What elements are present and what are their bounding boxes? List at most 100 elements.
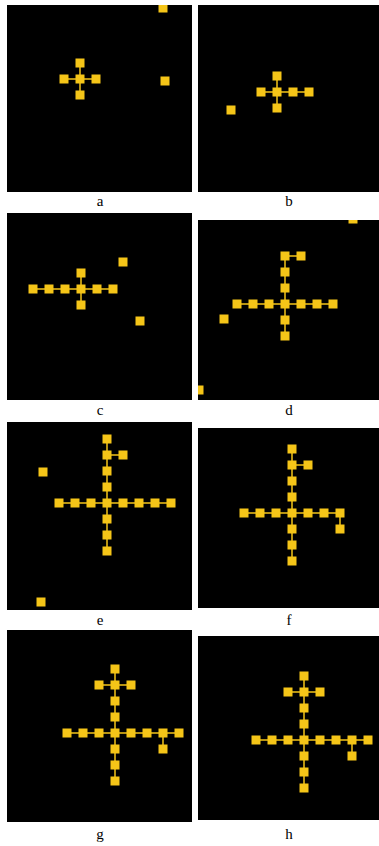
cell-square xyxy=(92,75,101,84)
free-square xyxy=(37,598,46,607)
panel-ground xyxy=(7,630,192,822)
panel xyxy=(198,636,379,820)
cell-square xyxy=(300,704,309,713)
cell-square xyxy=(316,736,325,745)
cell-square xyxy=(103,483,112,492)
cell-square xyxy=(288,557,297,566)
panel-label: e xyxy=(97,613,104,628)
cell-square xyxy=(119,499,128,508)
cell-square xyxy=(76,59,85,68)
cell-square xyxy=(159,745,168,754)
cell-square xyxy=(300,736,309,745)
cell-square xyxy=(29,285,38,294)
cell-square xyxy=(111,745,120,754)
cell-square xyxy=(76,75,85,84)
cell-square xyxy=(336,509,345,518)
cell-square xyxy=(143,729,152,738)
cell-square xyxy=(76,91,85,100)
cell-square xyxy=(103,515,112,524)
cell-square xyxy=(109,285,118,294)
cell-square xyxy=(252,736,261,745)
cell-square xyxy=(332,736,341,745)
free-square xyxy=(195,386,204,395)
cell-square xyxy=(95,729,104,738)
cell-square xyxy=(320,509,329,518)
cell-square xyxy=(127,681,136,690)
cell-square xyxy=(305,88,314,97)
cell-square xyxy=(111,665,120,674)
panel xyxy=(7,630,192,822)
cell-square xyxy=(300,720,309,729)
cell-square xyxy=(288,461,297,470)
cell-square xyxy=(159,729,168,738)
cell-square xyxy=(103,467,112,476)
cell-square xyxy=(304,461,313,470)
free-square xyxy=(220,315,229,324)
cell-square xyxy=(284,688,293,697)
cell-square xyxy=(300,784,309,793)
cell-square xyxy=(256,509,265,518)
panel xyxy=(7,422,192,610)
cell-square xyxy=(151,499,160,508)
free-square xyxy=(39,468,48,477)
cell-square xyxy=(313,300,322,309)
panel-ground xyxy=(198,5,379,192)
cell-square xyxy=(297,300,306,309)
cell-square xyxy=(77,301,86,310)
panel-ground xyxy=(7,213,192,400)
cell-square xyxy=(233,300,242,309)
panel-label: h xyxy=(285,827,293,842)
cell-square xyxy=(300,688,309,697)
cell-square xyxy=(273,104,282,113)
cell-square xyxy=(95,681,104,690)
cell-square xyxy=(127,729,136,738)
cell-square xyxy=(288,509,297,518)
cell-square xyxy=(175,729,184,738)
cell-square xyxy=(111,761,120,770)
cell-square xyxy=(268,736,277,745)
cell-square xyxy=(284,736,293,745)
cell-square xyxy=(111,777,120,786)
cell-square xyxy=(273,72,282,81)
cell-square xyxy=(300,672,309,681)
cell-square xyxy=(63,729,72,738)
cell-square xyxy=(281,252,290,261)
cell-square xyxy=(103,435,112,444)
free-square xyxy=(136,317,145,326)
cell-square xyxy=(103,547,112,556)
free-square xyxy=(161,77,170,86)
cell-square xyxy=(249,300,258,309)
cell-square xyxy=(273,88,282,97)
cell-square xyxy=(45,285,54,294)
cell-square xyxy=(288,493,297,502)
cell-square xyxy=(265,300,274,309)
panel-label: g xyxy=(96,827,104,842)
free-square xyxy=(119,258,128,267)
cell-square xyxy=(111,729,120,738)
cell-square xyxy=(300,768,309,777)
cell-square xyxy=(77,269,86,278)
cell-square xyxy=(288,541,297,550)
cell-square xyxy=(93,285,102,294)
cell-square xyxy=(77,285,86,294)
cell-square xyxy=(103,451,112,460)
panel-label: f xyxy=(287,613,292,628)
cell-square xyxy=(257,88,266,97)
cell-square xyxy=(348,736,357,745)
cell-square xyxy=(79,729,88,738)
cell-square xyxy=(348,752,357,761)
panel-label: c xyxy=(97,403,104,418)
free-square xyxy=(349,215,358,224)
cell-square xyxy=(288,525,297,534)
cell-square xyxy=(336,525,345,534)
free-square xyxy=(159,4,168,13)
cell-square xyxy=(288,477,297,486)
panel-ground xyxy=(198,636,379,820)
cell-square xyxy=(119,451,128,460)
cell-square xyxy=(297,252,306,261)
cell-square xyxy=(281,300,290,309)
cell-square xyxy=(329,300,338,309)
cell-square xyxy=(111,713,120,722)
cell-square xyxy=(111,681,120,690)
cell-square xyxy=(167,499,176,508)
